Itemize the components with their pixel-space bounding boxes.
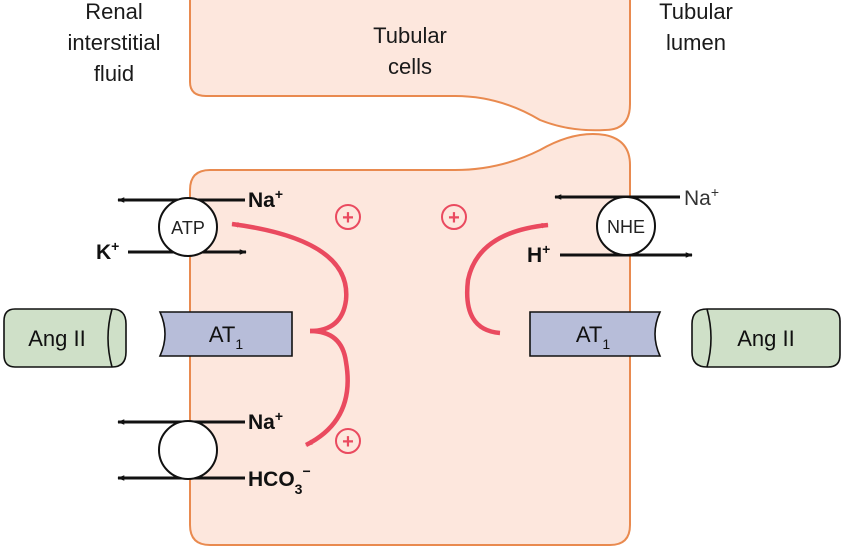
label-tubular-lumen-2: lumen	[666, 30, 726, 55]
label-tubular-cells-2: cells	[388, 54, 432, 79]
atp-label: ATP	[171, 218, 205, 238]
na-label-bottom: Na+	[248, 408, 283, 434]
ang-ii-right-label: Ang II	[737, 326, 794, 351]
ang-ii-left	[3, 308, 127, 368]
nhe-exchanger	[596, 196, 656, 256]
na-k-atpase-pump	[158, 197, 218, 257]
label-tubular-cells-1: Tubular	[373, 23, 447, 48]
at1-receptor-right	[529, 311, 662, 357]
stimulation-arrow-to-nhe	[464, 222, 549, 336]
hco3-label: HCO3−	[248, 463, 311, 497]
main-tubular-cell	[189, 133, 631, 546]
plus-sign-1: +	[335, 204, 361, 230]
label-interstitial: interstitial	[68, 30, 161, 55]
at1-right-label: AT1	[576, 322, 610, 352]
plus-sign-2: +	[441, 204, 467, 230]
plus-sign-3: +	[335, 428, 361, 454]
na-label-right: Na+	[684, 184, 719, 210]
label-renal: Renal	[85, 0, 142, 24]
h-label: H+	[527, 241, 550, 267]
nhe-label: NHE	[607, 217, 645, 237]
na-label-top-left: Na+	[248, 186, 283, 212]
ang-ii-right	[691, 308, 841, 368]
at1-left-label: AT1	[209, 322, 243, 352]
k-label: K+	[96, 238, 119, 264]
svg-text:+: +	[448, 207, 460, 229]
svg-text:+: +	[342, 207, 354, 229]
ang-ii-left-label: Ang II	[28, 326, 85, 351]
label-tubular-lumen-1: Tubular	[659, 0, 733, 24]
na-hco3-cotransporter	[158, 420, 218, 480]
stimulation-arrow-to-atpase	[231, 221, 349, 334]
upper-tubular-cell	[189, 0, 631, 132]
svg-text:+: +	[342, 431, 354, 453]
label-fluid: fluid	[94, 61, 134, 86]
stimulation-arrow-to-cotransporter	[304, 328, 350, 448]
at1-receptor-left	[158, 311, 293, 357]
